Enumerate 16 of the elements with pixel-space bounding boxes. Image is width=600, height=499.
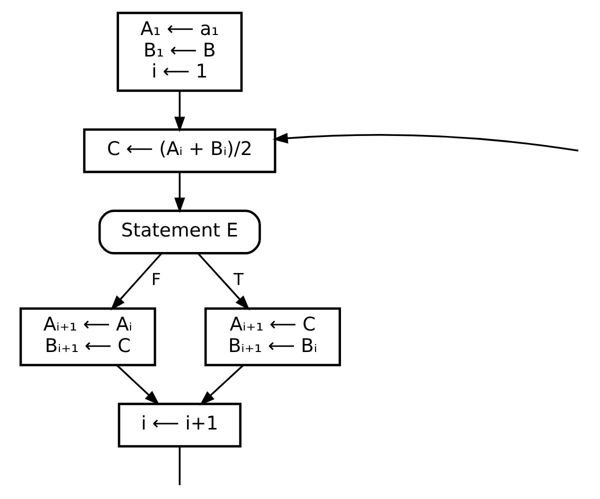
edge-label: T	[234, 270, 244, 290]
arrow	[197, 252, 250, 310]
edge-label: F	[151, 270, 161, 290]
arrow	[174, 91, 186, 132]
connector	[178, 446, 181, 486]
arrow	[110, 252, 162, 310]
node-box: Aᵢ₊₁ ⟵ Aᵢ Bᵢ₊₁ ⟵ C	[20, 307, 156, 366]
arrow	[272, 132, 578, 152]
node-box: Statement E	[98, 210, 261, 254]
node-box: A₁ ⟵ a₁ B₁ ⟵ B i ⟵ 1	[116, 12, 243, 92]
arrow	[200, 364, 244, 406]
node-box: C ⟵ (Aᵢ + Bᵢ)/2	[83, 128, 276, 174]
arrow	[116, 364, 160, 406]
arrow	[174, 172, 186, 213]
node-box: i ⟵ i+1	[118, 402, 242, 448]
node-box: Aᵢ₊₁ ⟵ C Bᵢ₊₁ ⟵ Bᵢ	[204, 307, 341, 366]
